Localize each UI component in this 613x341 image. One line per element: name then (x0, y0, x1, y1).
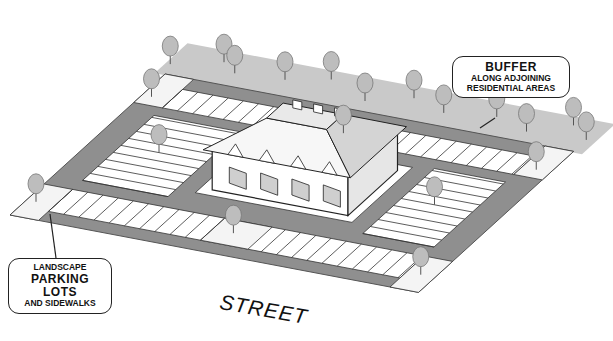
roof-flat (267, 103, 343, 129)
tree (427, 177, 443, 205)
tree (151, 125, 167, 153)
callout-box: LANDSCAPEPARKING LOTSAND SIDEWALKS (8, 258, 112, 314)
tree (519, 104, 535, 132)
tree (436, 85, 452, 113)
leader-line (480, 118, 495, 128)
callout-box: BUFFERALONG ADJOINING RESIDENTIAL AREAS (452, 56, 570, 98)
tree (277, 52, 293, 80)
tree (227, 45, 243, 73)
tree (28, 174, 44, 202)
tree (357, 73, 373, 101)
tree (335, 105, 351, 133)
callout-text: PARKING LOTS (15, 273, 105, 300)
roof-slope (327, 114, 407, 177)
callout-text: ALONG ADJOINING RESIDENTIAL AREAS (459, 74, 563, 93)
tree (413, 247, 429, 275)
tree (528, 142, 544, 170)
roof-gable (228, 144, 243, 157)
tree (578, 112, 594, 140)
storefront-window (292, 179, 309, 201)
tree (144, 69, 160, 97)
storefront-window (323, 185, 340, 207)
leader-line (50, 214, 56, 258)
tree (323, 52, 339, 80)
street-label: STREET (218, 290, 310, 329)
roof-gable (322, 162, 337, 176)
rooftop-unit (314, 104, 323, 114)
callout-text: AND SIDEWALKS (15, 299, 105, 309)
landscape-island (134, 74, 194, 108)
tree (406, 70, 422, 98)
storefront-window (261, 173, 278, 195)
roof-gable (259, 150, 274, 164)
callout-text: BUFFER (459, 61, 563, 74)
stall-lines (48, 89, 532, 277)
tree (225, 205, 241, 233)
tree (162, 36, 178, 64)
storefront-window (229, 167, 246, 189)
callout-text: LANDSCAPE (15, 263, 105, 273)
rooftop-unit (293, 100, 302, 110)
roof-gable (291, 156, 306, 169)
